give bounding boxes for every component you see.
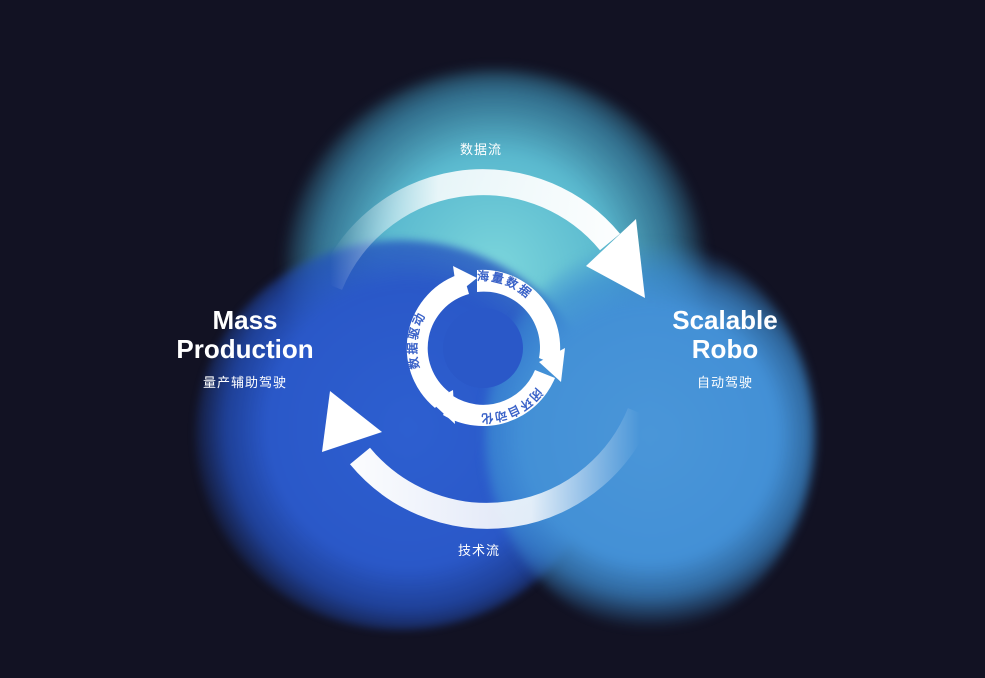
left-node-title-line2: Production [176, 334, 314, 364]
inner-segment-2 [443, 370, 555, 427]
bottom-flow-label: 技术流 [458, 544, 501, 559]
top-flow-arrow-arc [317, 169, 621, 290]
inner-arrowhead-3 [453, 266, 477, 294]
inner-cycle: 海量数据 闭环自动化 数据驱动 [405, 266, 565, 426]
left-node-title-line1: Mass [212, 305, 278, 335]
left-node-subtitle: 量产辅助驾驶 [202, 376, 287, 391]
bottom-flow-arrow-arc [349, 408, 653, 529]
right-node-title-line1: Scalable [672, 305, 778, 335]
top-flow-arrowhead [586, 219, 645, 298]
top-flow-label: 数据流 [460, 143, 503, 158]
right-node-subtitle: 自动驾驶 [696, 376, 753, 391]
bottom-flow-arrowhead [322, 391, 382, 452]
inner-arrowhead-2 [431, 390, 455, 424]
left-node: Mass Production 量产辅助驾驶 [160, 305, 330, 392]
inner-segment-3 [406, 273, 469, 408]
inner-arrowhead-1 [539, 348, 565, 382]
right-node-title-line2: Robo [691, 334, 759, 364]
right-node: Scalable Robo 自动驾驶 [640, 305, 810, 392]
inner-cycle-backdrop [443, 308, 523, 388]
